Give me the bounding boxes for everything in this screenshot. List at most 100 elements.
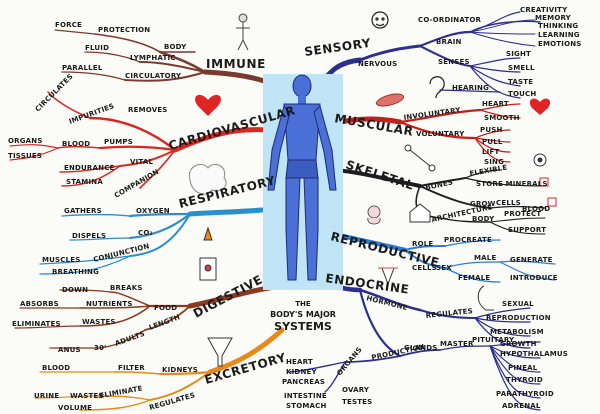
label-hearing: HEARING xyxy=(452,84,489,92)
label-thinking: THINKING xyxy=(538,22,578,30)
label-blood-excretory: BLOOD xyxy=(42,364,70,372)
label-memory: MEMORY xyxy=(535,14,572,22)
branch-title-immune: IMMUNE xyxy=(206,57,266,71)
label-down: DOWN xyxy=(62,286,88,294)
label-lift: LIFT xyxy=(482,148,499,156)
face-profile-icon xyxy=(477,285,494,311)
label-stomach: STOMACH xyxy=(286,402,327,410)
heart-icon xyxy=(195,94,221,116)
heart-icon-right xyxy=(529,98,551,115)
bone-icon xyxy=(404,144,436,172)
label-emotions: EMOTIONS xyxy=(538,40,582,48)
center-title-line1: THE xyxy=(295,300,311,308)
label-pituitary: PITUITARY xyxy=(472,336,515,344)
label-adults: ADULTS xyxy=(114,330,146,348)
label-blood-skeletal: BLOOD xyxy=(522,205,550,213)
human-figure xyxy=(263,74,343,290)
label-cells-repro: CELLS xyxy=(412,264,437,272)
label-brain: BRAIN xyxy=(436,38,462,46)
label-coordinator: CO-ORDINATOR xyxy=(418,16,482,24)
label-oxygen: OXYGEN xyxy=(136,207,170,215)
branch-title-skeletal: SKELETAL xyxy=(344,158,416,193)
label-protect: PROTECT xyxy=(504,210,541,218)
food-jar-icon xyxy=(199,226,217,281)
label-lymphatic: LYMPHATIC xyxy=(130,54,176,62)
label-eliminates: ELIMINATES xyxy=(12,320,61,328)
label-master: MASTER xyxy=(440,340,474,348)
label-removes: REMOVES xyxy=(128,106,168,114)
branch-lines xyxy=(9,11,556,411)
label-protection: PROTECTION xyxy=(98,26,150,34)
label-stamina: STAMINA xyxy=(66,178,103,186)
label-smell: SMELL xyxy=(508,64,535,72)
label-touch: TOUCH xyxy=(508,90,536,98)
label-body: BODY xyxy=(164,43,187,51)
label-absorbs: ABSORBS xyxy=(20,300,59,308)
ear-icon xyxy=(429,76,445,99)
brain-face-icon xyxy=(371,11,389,29)
house-icon xyxy=(409,203,431,223)
label-creativity: CREATIVITY xyxy=(520,6,568,14)
label-adrenal: ADRENAL xyxy=(502,402,541,410)
label-wastes-excretory: WASTES xyxy=(70,392,104,400)
label-breathing: BREATHING xyxy=(52,268,99,276)
label-fluid: FLUID xyxy=(85,44,109,52)
label-filter: FILTER xyxy=(118,364,145,372)
label-testes: TESTES xyxy=(342,398,372,406)
label-force: FORCE xyxy=(55,21,82,29)
label-vital: VITAL xyxy=(130,158,153,166)
label-nutrients: NUTRIENTS xyxy=(86,300,133,308)
label-pull: PULL xyxy=(482,138,503,146)
label-organs-cardio: ORGANS xyxy=(8,137,43,145)
label-reproduction: REPRODUCTION xyxy=(486,314,551,322)
label-nervous: NERVOUS xyxy=(358,60,397,68)
label-voluntary: VOLUNTARY xyxy=(416,130,465,138)
label-smooth: SMOOTH xyxy=(484,114,520,122)
center-title-line3: SYSTEMS xyxy=(274,320,332,333)
label-urine: URINE xyxy=(34,392,59,400)
label-bones: BONES xyxy=(425,178,454,192)
label-anus: ANUS xyxy=(58,346,81,354)
label-heart-muscle: HEART xyxy=(482,100,509,108)
lamp-icon xyxy=(378,267,398,286)
label-heart-endocrine: HEART xyxy=(286,358,313,366)
center-title: THE BODY'S MAJOR SYSTEMS xyxy=(270,300,336,333)
label-taste: TASTE xyxy=(508,78,533,86)
label-ovary: OVARY xyxy=(342,386,370,394)
mineral-boxes xyxy=(539,177,557,207)
label-growth: GROWTH xyxy=(500,340,537,348)
label-endurance: ENDURANCE xyxy=(64,164,115,172)
label-involuntary: INVOLUNTARY xyxy=(403,106,462,122)
label-push: PUSH xyxy=(480,126,503,134)
label-male: MALE xyxy=(474,254,496,262)
label-female: FEMALE xyxy=(458,274,490,282)
label-circulatory: CIRCULATORY xyxy=(125,72,182,80)
label-intestine: INTESTINE xyxy=(284,392,327,400)
label-gathers: GATHERS xyxy=(64,207,102,215)
label-thyroid: THYROID xyxy=(506,376,543,384)
label-grow: GROW xyxy=(470,200,496,208)
label-senses: SENSES xyxy=(438,58,470,66)
label-parallel: PARALLEL xyxy=(62,64,103,72)
baby-icon xyxy=(367,205,381,225)
label-sing: SING xyxy=(484,158,504,166)
label-generate: GENERATE xyxy=(510,256,553,264)
label-blood-cardio: BLOOD xyxy=(62,140,90,148)
knight-icon xyxy=(236,13,250,51)
label-co2: CO₂ xyxy=(138,229,153,237)
center-title-line2: BODY'S MAJOR xyxy=(270,310,336,319)
branch-title-sensory: SENSORY xyxy=(303,36,371,59)
label-dispels: DISPELS xyxy=(72,232,106,240)
label-hypothalamus: HYPOTHALAMUS xyxy=(500,350,568,358)
label-wastes-digestive: WASTES xyxy=(82,318,116,326)
label-glands: GLANDS xyxy=(404,344,438,352)
label-sight: SIGHT xyxy=(506,50,531,58)
label-volume: VOLUME xyxy=(58,404,92,412)
label-breaks: BREAKS xyxy=(110,284,143,292)
label-procreate: PROCREATE xyxy=(444,236,492,244)
label-sex: SEX xyxy=(436,264,452,272)
eye-icon xyxy=(533,153,547,167)
label-thirty: 30' xyxy=(94,344,106,352)
label-store-minerals: STORE MINERALS xyxy=(476,180,548,188)
